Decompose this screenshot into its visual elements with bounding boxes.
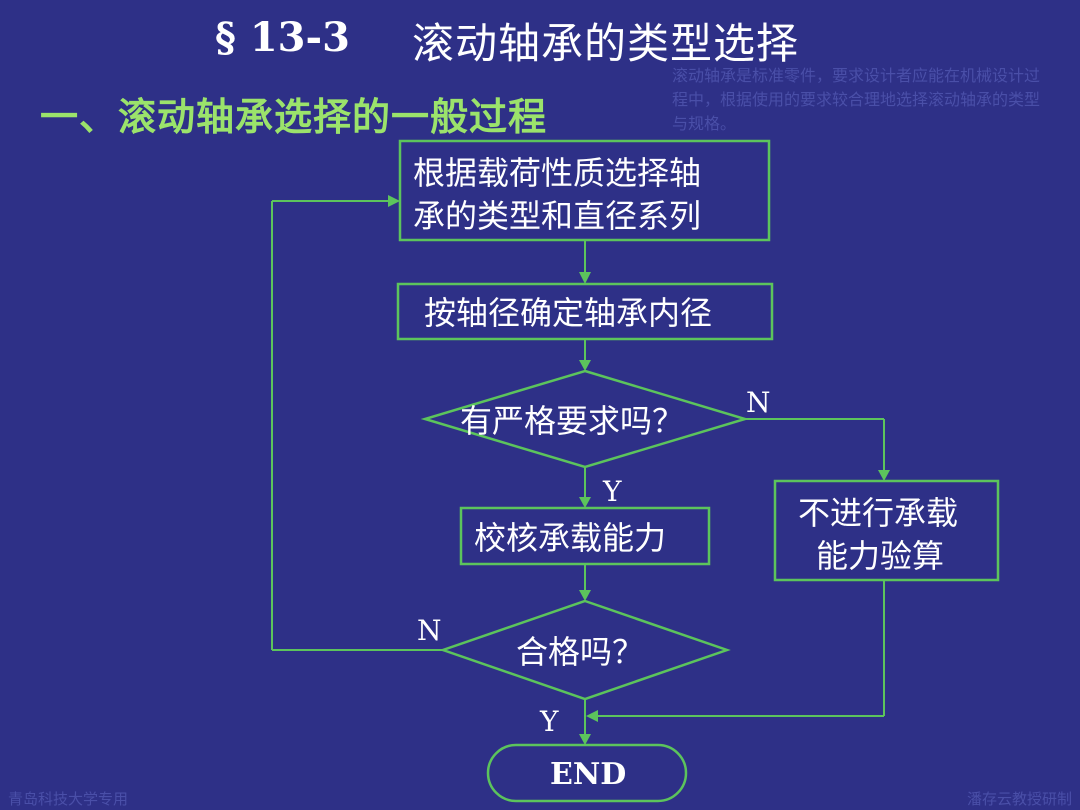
step1-text-line2: 承的类型和直径系列 (413, 197, 701, 235)
arrowhead (579, 360, 591, 371)
faint-note: 滚动轴承是标准零件，要求设计者应能在机械设计过程中，根据使用的要求较合理地选择滚… (672, 66, 1041, 133)
step1-text-line1: 根据载荷性质选择轴 (413, 154, 701, 192)
decision2-no-label: N (417, 614, 442, 647)
decision1-text: 有严格要求吗？ (460, 402, 684, 440)
end-text: END (550, 757, 626, 792)
arrowhead (579, 272, 591, 284)
end-terminator (486, 743, 688, 803)
arrowhead (878, 470, 890, 481)
alt-box (773, 479, 1000, 582)
footer-left: 青岛科技大学专用 (8, 790, 129, 808)
step2-text: 按轴径确定轴承内径 (424, 294, 712, 332)
decision2-yes-label: Y (539, 705, 559, 738)
arrowhead (579, 590, 591, 601)
arrowhead (586, 710, 598, 722)
footer-right: 潘存云教授研制 (966, 790, 1072, 808)
alt-text-line1: 不进行承载 (798, 494, 958, 532)
decision1-no-label: N (746, 386, 771, 419)
section-number: § 13-3 (215, 14, 350, 61)
step3-text: 校核承载能力 (474, 519, 666, 557)
section-subtitle: 一、滚动轴承选择的一般过程 (40, 95, 548, 139)
arrowhead (388, 195, 400, 207)
arrowhead (579, 497, 591, 508)
decision1-yes-label: Y (602, 475, 622, 508)
arrowhead (579, 734, 591, 745)
decision2-text: 合格吗？ (516, 633, 644, 671)
alt-text-line2: 能力验算 (816, 537, 944, 575)
page-title: 滚动轴承的类型选择 (412, 19, 800, 68)
